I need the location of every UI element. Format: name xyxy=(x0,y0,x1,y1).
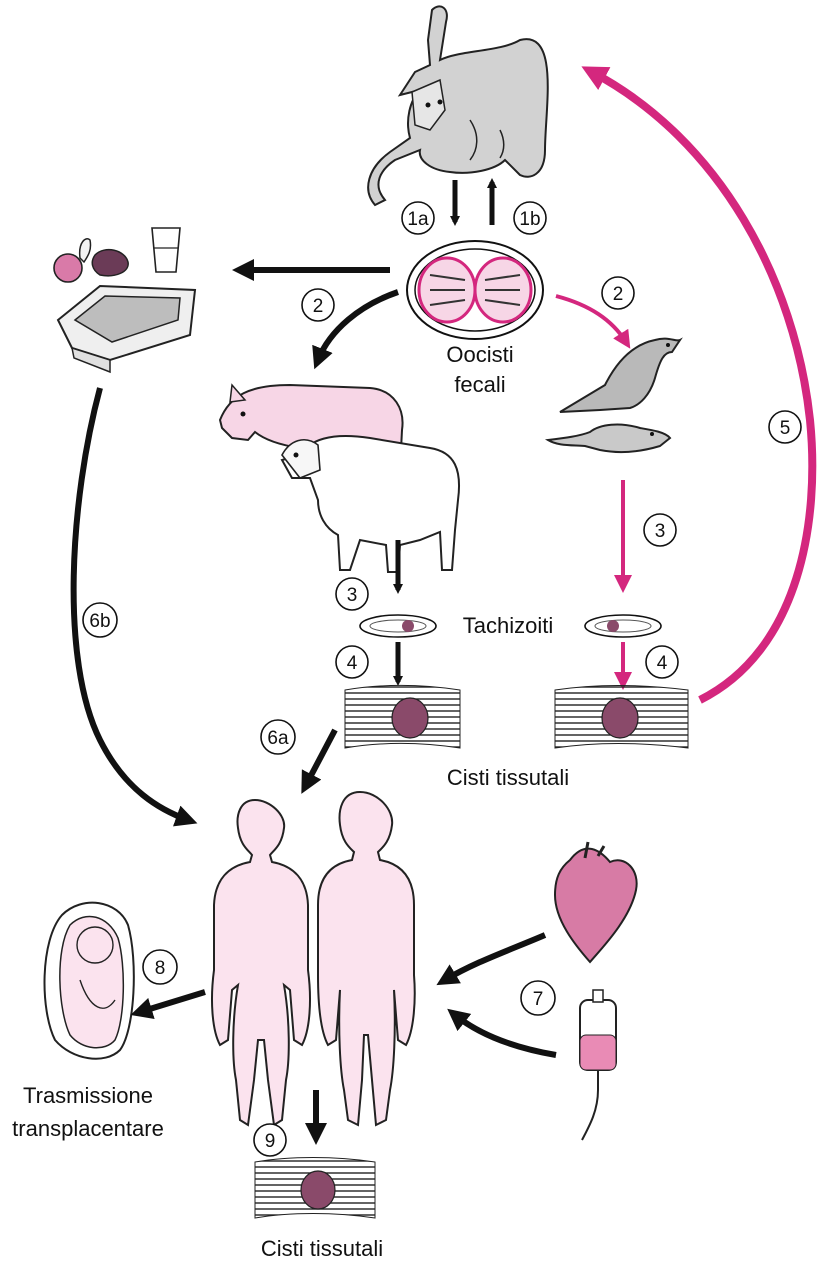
arrow-8-transplacental xyxy=(130,989,206,1019)
arrow-5-to-cat xyxy=(581,66,817,704)
oocyst-icon xyxy=(406,240,544,340)
step-1b-badge: 1b xyxy=(513,201,547,235)
cat-icon xyxy=(367,5,549,207)
arrow-2-to-birds-rodents xyxy=(555,294,631,349)
step-1b-label: 1b xyxy=(519,209,540,230)
step-5-label: 5 xyxy=(780,418,791,439)
step-7-badge: 7 xyxy=(520,980,556,1016)
arrow-7-iv xyxy=(447,1008,557,1058)
tissue-cysts-bottom-label: Cisti tissutali xyxy=(261,1236,383,1261)
step-6b-label: 6b xyxy=(89,611,110,632)
step-3-right-badge: 3 xyxy=(643,513,677,547)
iv-bag-icon xyxy=(579,989,617,1141)
step-8-badge: 8 xyxy=(142,949,178,985)
transplacental-label-line2: transplacentare xyxy=(12,1116,164,1141)
step-9-label: 9 xyxy=(265,1131,276,1152)
tachyzoites-label: Tachizoiti xyxy=(463,613,553,638)
tissue-cysts-top-label: Cisti tissutali xyxy=(447,765,569,790)
step-6a-badge: 6a xyxy=(260,719,296,755)
dove-icon xyxy=(559,337,683,413)
step-4-right-badge: 4 xyxy=(645,645,679,679)
step-2-right-label: 2 xyxy=(613,284,624,305)
step-8-label: 8 xyxy=(155,958,166,979)
transplacental-label-line1: Trasmissione xyxy=(23,1083,153,1108)
step-5-badge: 5 xyxy=(768,410,802,444)
tachyzoite-icon xyxy=(359,614,437,638)
step-1a-badge: 1a xyxy=(401,201,435,235)
step-2-right-badge: 2 xyxy=(601,276,635,310)
sheep-icon xyxy=(280,434,460,573)
arrow-2-to-livestock xyxy=(312,289,399,370)
tachyzoite-icon xyxy=(584,614,662,638)
step-3-right-label: 3 xyxy=(655,521,666,542)
tissue-cyst-icon xyxy=(254,1157,376,1219)
step-4-right-label: 4 xyxy=(657,653,668,674)
tissue-cyst-icon xyxy=(554,685,689,749)
step-7-label: 7 xyxy=(533,989,544,1010)
step-2-left-label: 2 xyxy=(313,296,324,317)
human-figures-icon xyxy=(211,790,416,1127)
step-6a-label: 6a xyxy=(267,728,289,749)
heart-icon xyxy=(553,841,638,964)
arrow-7-heart xyxy=(436,932,547,986)
food-and-water-icon xyxy=(53,227,181,283)
oocysts-label-line2: fecali xyxy=(454,372,505,397)
litter-box-icon xyxy=(56,284,197,374)
fetus-icon xyxy=(43,901,135,1060)
step-6b-badge: 6b xyxy=(82,602,118,638)
step-4-left-badge: 4 xyxy=(335,645,369,679)
step-2-left-badge: 2 xyxy=(301,288,335,322)
step-1a-label: 1a xyxy=(407,209,429,230)
step-4-left-label: 4 xyxy=(347,653,358,674)
oocysts-label-line1: Oocisti xyxy=(446,342,513,367)
tissue-cyst-icon xyxy=(344,685,461,749)
arrow-6a-to-humans xyxy=(301,728,338,794)
rat-icon xyxy=(544,423,672,454)
step-3-left-label: 3 xyxy=(347,585,358,606)
step-9-badge: 9 xyxy=(253,1123,287,1157)
arrow-6b-to-humans xyxy=(70,387,198,827)
step-3-left-badge: 3 xyxy=(335,577,369,611)
